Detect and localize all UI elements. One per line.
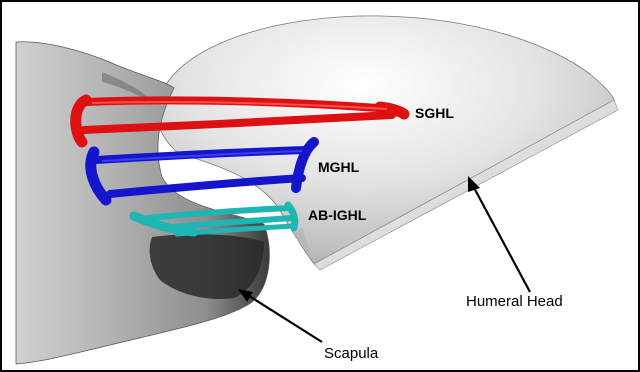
humeral-head-arrow	[468, 176, 530, 292]
scapula-arrow	[238, 289, 322, 342]
ab-ighl-label: AB-IGHL	[308, 207, 366, 223]
scapula-label: Scapula	[324, 345, 378, 362]
humeral-head-label: Humeral Head	[466, 293, 563, 310]
mghl-label: MGHL	[318, 159, 359, 175]
sghl-label: SGHL	[415, 105, 454, 121]
